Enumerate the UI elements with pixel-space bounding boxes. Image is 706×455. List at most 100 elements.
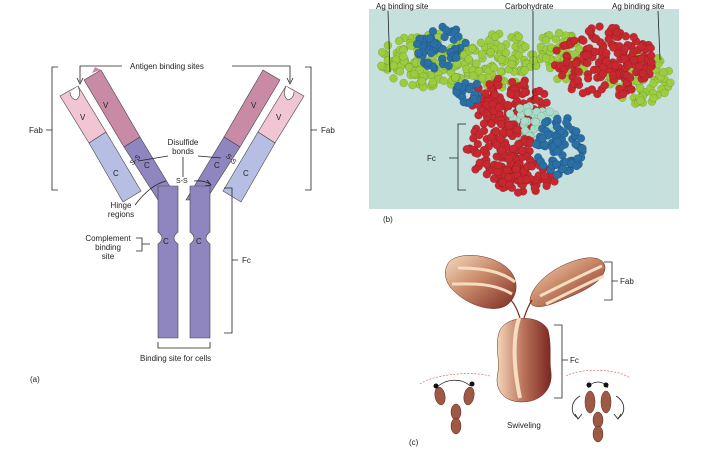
atom bbox=[498, 178, 507, 187]
atom bbox=[541, 54, 551, 63]
atom bbox=[505, 109, 515, 119]
atom bbox=[469, 134, 478, 143]
atom bbox=[609, 43, 618, 52]
atom bbox=[491, 32, 500, 41]
atom bbox=[554, 28, 564, 38]
atom bbox=[628, 48, 638, 57]
swivel-figure-left bbox=[419, 373, 491, 435]
disulfide-bonds-line1: Disulfide bbox=[168, 138, 199, 147]
atom bbox=[506, 89, 515, 99]
right-antigen-pocket bbox=[284, 85, 295, 101]
atom bbox=[542, 181, 551, 191]
atom bbox=[521, 42, 530, 51]
atom bbox=[408, 80, 417, 90]
atom bbox=[515, 104, 525, 113]
atom bbox=[538, 161, 548, 170]
atom bbox=[507, 59, 516, 69]
atom bbox=[659, 67, 668, 77]
atom bbox=[562, 118, 571, 127]
atom bbox=[541, 36, 551, 45]
atom bbox=[520, 88, 529, 97]
atom bbox=[636, 96, 645, 105]
atom bbox=[519, 79, 528, 88]
atom bbox=[620, 55, 629, 64]
atom bbox=[587, 85, 597, 94]
atom bbox=[625, 73, 635, 82]
atom bbox=[636, 54, 646, 63]
atom bbox=[576, 134, 586, 143]
atom bbox=[552, 159, 561, 169]
atom bbox=[578, 88, 588, 98]
atom bbox=[527, 162, 537, 171]
atom bbox=[600, 81, 609, 90]
atom bbox=[649, 93, 658, 103]
atom bbox=[482, 159, 491, 169]
atom bbox=[462, 145, 471, 154]
atom bbox=[468, 44, 477, 54]
atom bbox=[627, 85, 636, 94]
atom bbox=[453, 81, 463, 91]
atom bbox=[485, 79, 494, 89]
atom bbox=[513, 188, 523, 197]
atom bbox=[552, 122, 562, 132]
atom bbox=[452, 53, 461, 62]
atom bbox=[473, 149, 482, 158]
fc-label-a: Fc bbox=[242, 256, 251, 265]
atom bbox=[487, 119, 496, 129]
atom bbox=[604, 34, 613, 44]
atom bbox=[518, 146, 527, 155]
atom bbox=[531, 117, 540, 127]
atom bbox=[508, 77, 517, 87]
atom bbox=[464, 55, 473, 64]
atom bbox=[487, 132, 496, 142]
hinge-regions-line2: regions bbox=[108, 210, 134, 219]
atom bbox=[629, 32, 638, 42]
atom bbox=[583, 74, 593, 83]
left-heavy-chain bbox=[83, 67, 179, 201]
seg-left-heavy-v: V bbox=[103, 101, 109, 110]
atom bbox=[637, 42, 646, 51]
atom bbox=[472, 59, 481, 68]
atom bbox=[646, 43, 655, 53]
atom bbox=[494, 81, 503, 90]
left-fab-lobe bbox=[445, 255, 517, 309]
atom bbox=[497, 146, 506, 155]
atom bbox=[428, 77, 437, 87]
atom bbox=[444, 61, 453, 71]
atom bbox=[399, 78, 408, 88]
atom bbox=[389, 61, 398, 70]
fc-label-c: Fc bbox=[570, 356, 579, 365]
left-antigen-pocket bbox=[69, 85, 80, 101]
seg-left-light-v: V bbox=[80, 113, 86, 122]
atom bbox=[479, 145, 489, 155]
atom bbox=[574, 67, 583, 77]
atom bbox=[503, 165, 512, 175]
seg-left-light-c: C bbox=[113, 169, 119, 178]
right-light-chain bbox=[222, 85, 305, 203]
atom bbox=[608, 71, 618, 80]
fab-left-bracket bbox=[46, 66, 58, 191]
atom bbox=[591, 47, 600, 56]
atom bbox=[377, 48, 387, 57]
atom bbox=[647, 58, 656, 67]
atom bbox=[417, 76, 427, 86]
ss-hinge: S-S bbox=[176, 178, 188, 185]
atom bbox=[553, 147, 562, 156]
binding-site-cells-label: Binding site for cells bbox=[140, 354, 211, 363]
complement-line2: binding bbox=[95, 243, 121, 252]
complement-line3: site bbox=[102, 252, 115, 261]
atom bbox=[571, 59, 581, 68]
atom bbox=[542, 98, 551, 107]
atom bbox=[477, 73, 487, 83]
atom bbox=[579, 36, 588, 45]
atom bbox=[595, 22, 604, 31]
atom bbox=[582, 51, 591, 60]
antigen-binding-sites-label: Antigen binding sites bbox=[130, 62, 204, 71]
cells-bracket bbox=[157, 342, 211, 349]
atom bbox=[540, 171, 549, 181]
atom bbox=[635, 61, 644, 71]
atom bbox=[553, 137, 562, 147]
atom bbox=[584, 27, 594, 36]
fc-lobe bbox=[496, 318, 552, 403]
